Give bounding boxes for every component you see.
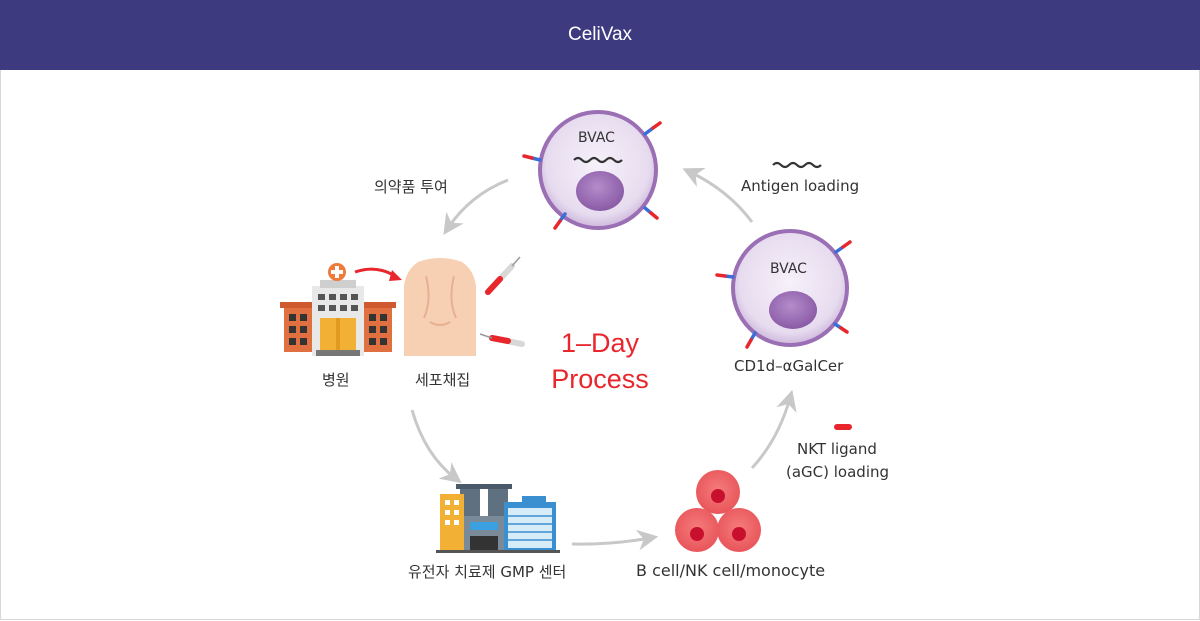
red-cells-icon	[675, 470, 761, 552]
hospital-icon	[280, 263, 396, 356]
cell-collection-label: 세포채집	[415, 371, 471, 389]
bvac-cell-icon-right	[715, 229, 852, 349]
arrow-cd1d-to-bvac	[682, 167, 754, 223]
process-line-1: 1–Day	[560, 328, 640, 358]
dosing-label: 의약품 투여	[374, 178, 448, 196]
cd1d-label: CD1d–αGalCer	[734, 357, 844, 375]
hospital-label: 병원	[322, 371, 350, 389]
one-day-process-label: 1–Day Process	[530, 325, 670, 397]
bvac-label-top: BVAC	[578, 130, 615, 146]
syringe-icon-2	[479, 333, 525, 347]
process-line-2: Process	[551, 364, 649, 394]
gmp-center-label: 유전자 치료제 GMP 센터	[408, 563, 567, 581]
human-torso-icon	[404, 258, 476, 356]
ligand-bar-icon	[834, 424, 852, 430]
nkt-ligand-label-2: (aGC) loading	[786, 463, 890, 481]
arrow-collection-to-gmp	[410, 409, 462, 484]
arrow-bvac-to-body	[443, 178, 509, 235]
arrow-cells-to-cd1d	[750, 389, 797, 470]
bvac-label-right: BVAC	[770, 261, 807, 277]
nkt-ligand-label-1: NKT ligand	[797, 440, 877, 458]
cells-label: B cell/NK cell/monocyte	[636, 561, 826, 580]
antigen-loading-label: Antigen loading	[741, 177, 860, 195]
syringe-icon-1	[485, 256, 521, 295]
page-title: CeliVax	[567, 24, 633, 45]
wavy-antigen-icon	[772, 161, 822, 169]
arrow-gmp-to-cells	[571, 529, 659, 551]
bvac-cell-icon-top	[522, 110, 662, 230]
header-bar: CeliVax	[0, 0, 1200, 70]
factory-icon	[436, 484, 560, 553]
